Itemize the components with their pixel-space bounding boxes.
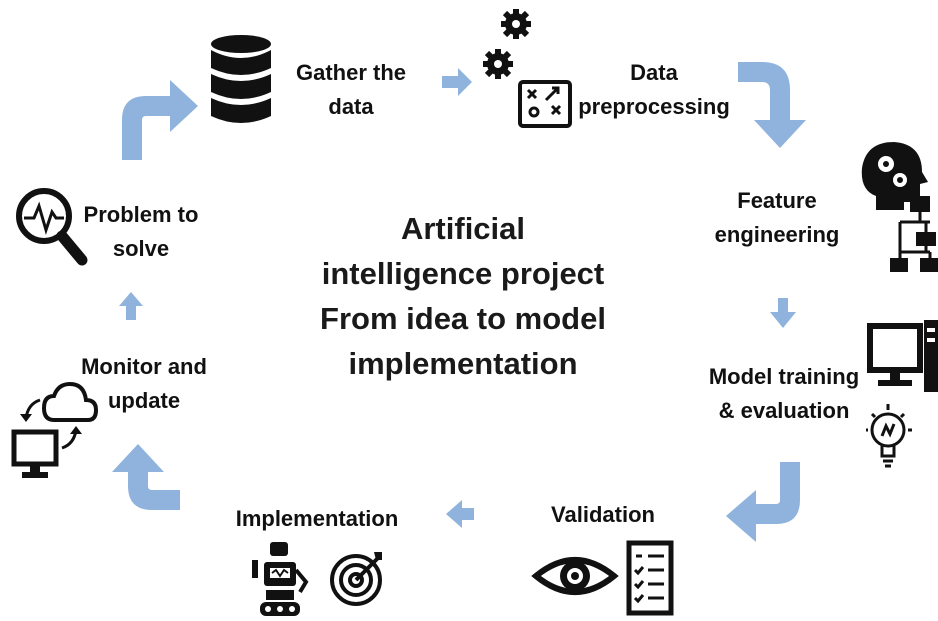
arrow-implementation-to-monitor — [112, 444, 180, 510]
arrow-validation-to-implementation — [446, 500, 474, 528]
step-implementation-label: Implementation — [235, 506, 399, 531]
arrow-problem-to-gather — [122, 80, 198, 160]
magnifier-pulse-icon — [16, 188, 88, 266]
target-icon — [330, 552, 382, 606]
title-line: Artificial — [400, 211, 526, 246]
title-line: intelligence project — [321, 256, 605, 291]
computer-lightbulb-icon — [866, 320, 938, 468]
database-icon — [211, 35, 271, 123]
head-gears-hierarchy-icon — [861, 142, 938, 272]
arrow-preprocessing-to-feature — [738, 62, 806, 148]
step-training-label: Model training & evaluation — [708, 364, 860, 423]
step-problem-label: Problem to solve — [83, 202, 199, 261]
arrow-feature-to-training — [770, 298, 796, 328]
step-validation-label: Validation — [551, 502, 655, 527]
step-gather-label: Gather the data — [295, 60, 407, 119]
step-preprocessing-label: Data preprocessing — [578, 60, 730, 119]
cloud-monitor-sync-icon — [11, 381, 99, 478]
arrow-training-to-validation — [726, 462, 800, 542]
checklist-icon — [626, 540, 674, 616]
step-monitor-label: Monitor and update — [81, 354, 207, 413]
arrow-gather-to-preprocessing — [442, 68, 472, 96]
arrow-monitor-to-problem — [119, 292, 143, 320]
gears-strategy-icon — [483, 9, 572, 128]
eye-icon — [531, 557, 619, 595]
title-line: From idea to model — [320, 301, 606, 336]
robot-icon — [252, 542, 309, 616]
step-feature-label: Feature engineering — [714, 188, 840, 247]
title-line: implementation — [348, 346, 578, 381]
diagram-title: Artificial intelligence project From ide… — [268, 206, 658, 386]
